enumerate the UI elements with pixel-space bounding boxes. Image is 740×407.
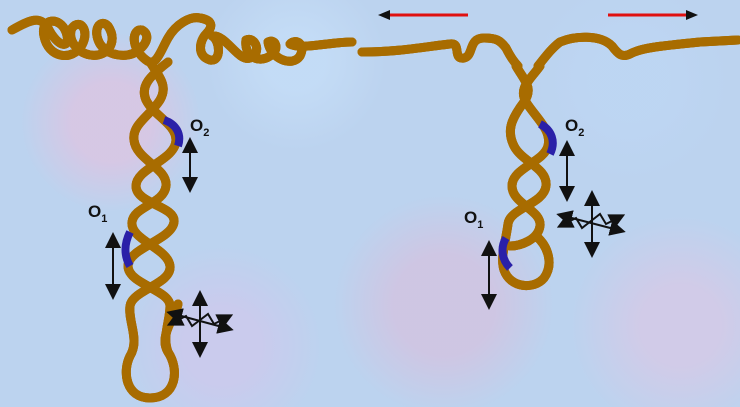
left-operator-1-site (121, 230, 134, 269)
twist-arrow-icon (556, 190, 626, 258)
left-panel: O2 O1 (7, 18, 357, 403)
right-operator-1-label: O1 (464, 208, 483, 231)
left-operator-2-site (162, 116, 184, 148)
right-operator-1-site (498, 235, 514, 271)
left-operator-1-label: O1 (88, 202, 107, 225)
right-operator-2-site (537, 120, 557, 156)
left-supercoiled-dna (7, 18, 357, 62)
twist-arrow-icon (166, 290, 234, 358)
right-stretched-dna (357, 37, 740, 71)
left-operator-2-label: O2 (190, 116, 209, 139)
left-plectoneme (126, 57, 183, 403)
red-tension-arrow-icon (378, 10, 468, 20)
right-operator-2-label: O2 (565, 116, 584, 139)
right-plectoneme (503, 61, 549, 286)
red-tension-arrow-icon (608, 10, 698, 20)
right-panel: O2 O1 (357, 10, 740, 310)
